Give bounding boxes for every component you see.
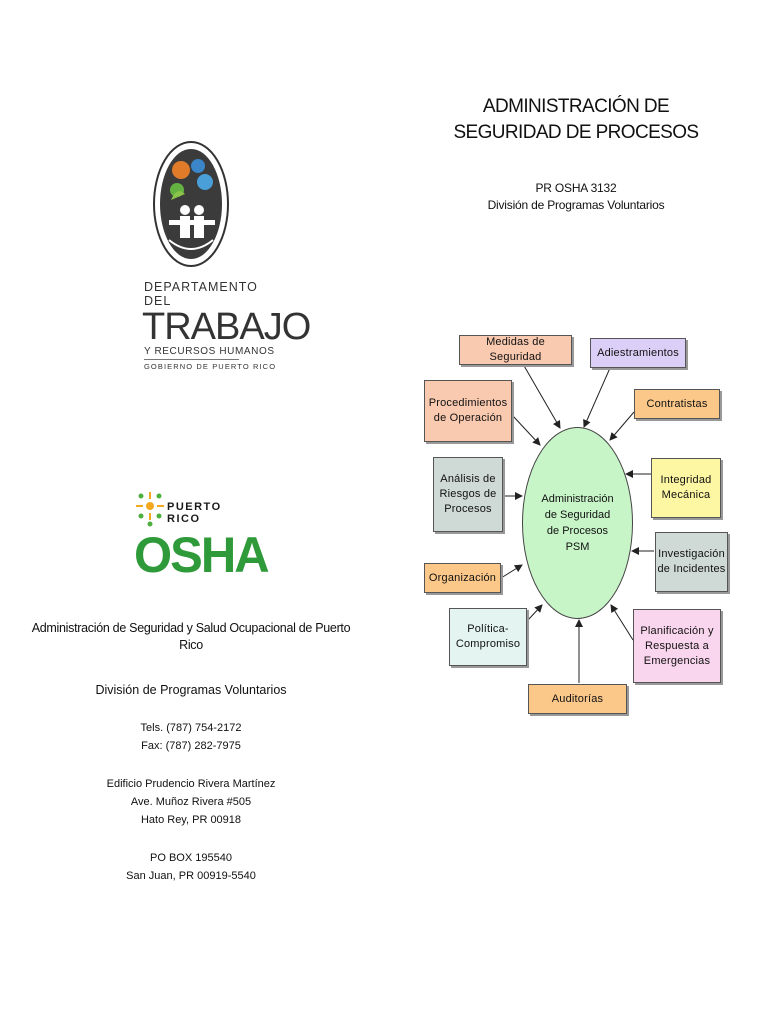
dept-line4: GOBIERNO DE PUERTO RICO (144, 362, 277, 371)
node-label: Riesgos de (439, 488, 497, 500)
title-line: ADMINISTRACIÓN DE (482, 96, 670, 117)
arrow-politica (527, 604, 543, 621)
node-adiestramientos: Adiestramientos (590, 338, 686, 368)
fax-number: Fax: (787) 282-7975 (141, 740, 241, 752)
dept-line1: DEPARTAMENTO DEL (144, 280, 258, 308)
node-planificacion-y-respuesta: Planificación y Respuesta a Emergencias (633, 609, 721, 683)
node-politica-compromiso: Política- Compromiso (449, 608, 527, 666)
department-name-logo: DEPARTAMENTO DEL TRABAJO Y RECURSOS HUMA… (100, 280, 311, 371)
node-label: Planificación y (640, 624, 714, 637)
document-subtitle: PR OSHA 3132 División de Programas Volun… (430, 180, 722, 214)
pobox-line: PO BOX 195540 (150, 852, 232, 864)
center-line: de Procesos (546, 525, 609, 537)
node-label: Medidas de Seguridad (486, 336, 545, 363)
node-contratistas: Contratistas (634, 389, 720, 419)
document-title: ADMINISTRACIÓN DE SEGURIDAD DE PROCESOS (430, 94, 722, 146)
node-label: Contratistas (646, 397, 708, 410)
dept-line2: TRABAJO (142, 306, 311, 348)
arrow-medidas (522, 363, 561, 429)
address-block: Edificio Prudencio Rivera Martínez Ave. … (30, 775, 352, 829)
osha-logo: PUERTO RICO OSHA (134, 488, 270, 592)
document-code: PR OSHA 3132 (535, 181, 617, 195)
pobox-block: PO BOX 195540 San Juan, PR 00919-5540 (30, 849, 352, 885)
phone-block: Tels. (787) 754-2172 Fax: (787) 282-7975 (30, 719, 352, 755)
address-line: Ave. Muñoz Rivera #505 (130, 796, 252, 808)
node-label: Mecánica (661, 489, 711, 501)
node-label: de Incidentes (657, 563, 726, 575)
node-label: Organización (428, 571, 497, 584)
node-medidas-de-seguridad: Medidas de Seguridad (459, 335, 572, 365)
phone-number: Tels. (787) 754-2172 (140, 722, 242, 734)
node-label: Emergencias (643, 654, 711, 667)
sun-flower-icon (136, 492, 164, 527)
node-label: Investigación (658, 548, 725, 560)
node-label: Procedimientos (428, 397, 508, 409)
osha-wordmark: OSHA (134, 527, 270, 583)
dept-line3: Y RECURSOS HUMANOS (144, 346, 275, 357)
node-procedimientos-de-operacion: Procedimientos de Operación (424, 380, 512, 442)
address-line: Edificio Prudencio Rivera Martínez (106, 778, 276, 790)
node-label: Respuesta a (645, 639, 709, 652)
node-label: Procesos (444, 503, 492, 515)
center-line: Administración (541, 493, 614, 505)
node-integridad-mecanica: Integridad Mecánica (651, 458, 721, 518)
department-seal-logo (153, 140, 229, 268)
agency-name: Administración de Seguridad y Salud Ocup… (31, 621, 351, 652)
arrow-organizacion (500, 564, 523, 579)
arrow-planificacion (610, 604, 634, 641)
arrow-procedimientos (512, 415, 541, 446)
node-organizacion: Organización (424, 563, 501, 593)
center-line: PSM (565, 541, 590, 553)
node-label: Auditorías (551, 692, 604, 705)
psm-center-circle: Administración de Seguridad de Procesos … (522, 427, 633, 619)
title-line: SEGURIDAD DE PROCESOS (453, 122, 699, 143)
node-label: Compromiso (455, 638, 521, 650)
contact-info: Administración de Seguridad y Salud Ocup… (30, 620, 352, 885)
node-analisis-de-riesgos: Análisis de Riesgos de Procesos (433, 457, 503, 532)
division-name: División de Programas Voluntarios (95, 683, 287, 697)
divider (144, 359, 239, 360)
node-auditorias: Auditorías (528, 684, 627, 714)
osha-region-label: PUERTO RICO (167, 501, 222, 525)
node-label: Análisis de (440, 473, 496, 485)
arrow-adiestramientos (583, 367, 611, 428)
node-label: Política- (467, 623, 509, 635)
node-investigacion-de-incidentes: Investigación de Incidentes (655, 532, 728, 592)
center-line: de Seguridad (544, 509, 611, 521)
node-label: Integridad (660, 474, 712, 486)
address-line: Hato Rey, PR 00918 (140, 814, 242, 826)
arrow-contratistas (609, 411, 635, 441)
document-division: División de Programas Voluntarios (487, 198, 665, 212)
node-label: Adiestramientos (597, 346, 679, 359)
pobox-line: San Juan, PR 00919-5540 (126, 870, 256, 882)
node-label: de Operación (433, 412, 503, 424)
